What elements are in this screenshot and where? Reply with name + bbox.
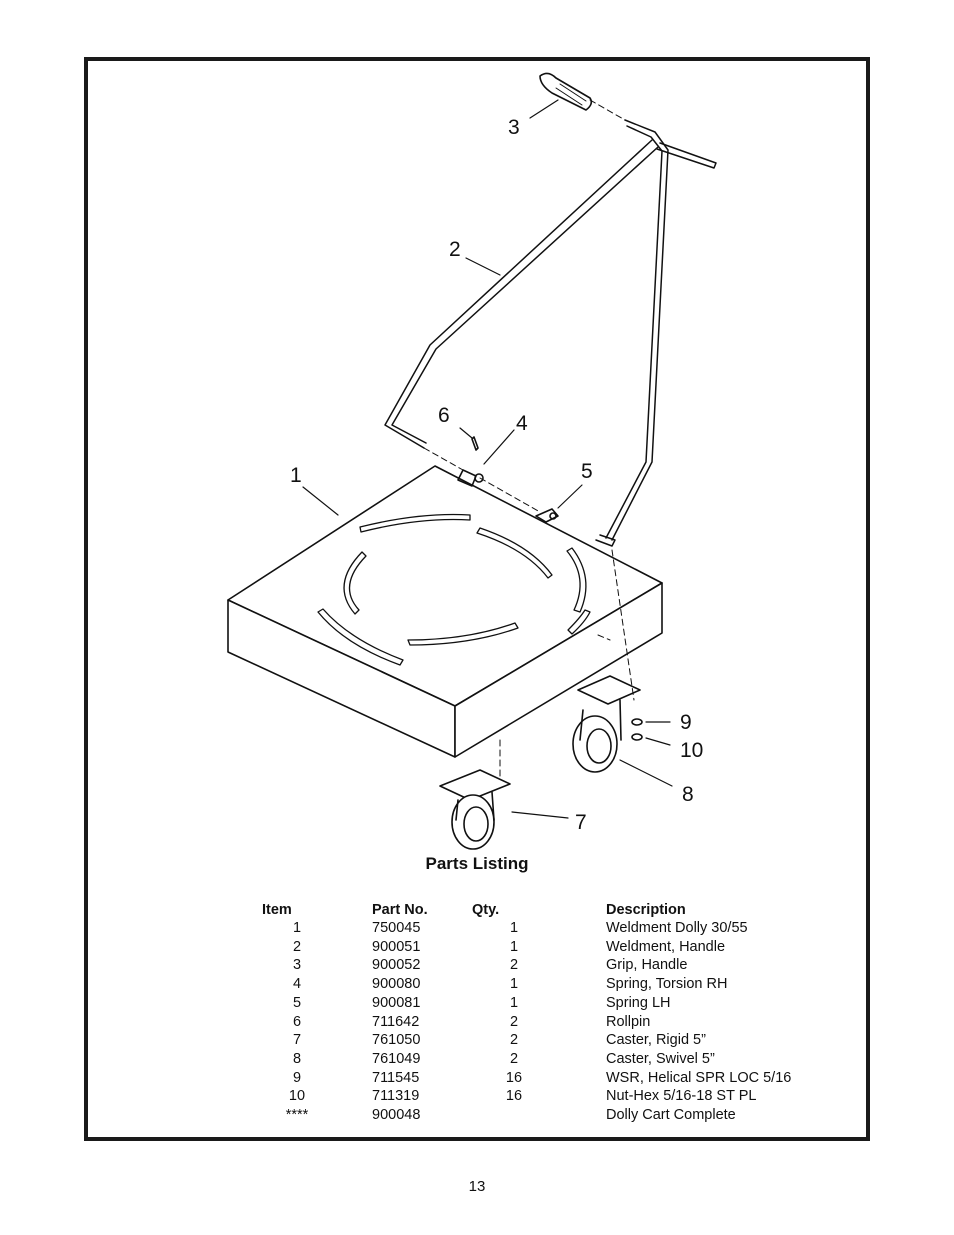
rigid-caster — [439, 769, 511, 850]
cell-part-no: 711319 — [372, 1088, 420, 1105]
cell-part-no: 900052 — [372, 957, 421, 974]
torsion-springs — [457, 436, 559, 523]
dolly-base — [227, 465, 663, 758]
cell-description: WSR, Helical SPR LOC 5/16 — [606, 1069, 792, 1086]
cell-qty: 2 — [509, 1013, 519, 1030]
cell-description: Dolly Cart Complete — [606, 1107, 736, 1124]
cell-part-no: 761050 — [372, 1032, 421, 1049]
cell-item: 9 — [292, 1069, 302, 1086]
cell-description: Caster, Swivel 5” — [606, 1050, 715, 1067]
table-row: 8 761049 2 Caster, Swivel 5” — [262, 1050, 791, 1069]
cell-description: Grip, Handle — [606, 957, 688, 974]
table-row: 2 900051 1 Weldment, Handle — [262, 938, 791, 957]
header-qty: Qty. — [472, 901, 500, 918]
leader-lines — [302, 99, 673, 819]
parts-listing-title: Parts Listing — [425, 854, 529, 873]
handle-weldment — [384, 119, 717, 547]
cell-part-no: 900051 — [372, 938, 421, 955]
parts-table: Item Part No. Qty. Description 1 750045 … — [262, 900, 791, 1125]
page-frame — [84, 57, 870, 1141]
cell-description: Nut-Hex 5/16-18 ST PL — [606, 1088, 757, 1105]
base-slots — [317, 513, 591, 666]
table-row: 9 711545 16 WSR, Helical SPR LOC 5/16 — [262, 1069, 791, 1088]
table-row: 3 900052 2 Grip, Handle — [262, 956, 791, 975]
page-number: 13 — [468, 1178, 486, 1195]
cell-part-no: 900048 — [372, 1107, 421, 1124]
callout-5: 5 — [581, 460, 593, 483]
cell-part-no: 750045 — [372, 920, 421, 936]
cell-part-no: 711642 — [372, 1013, 420, 1030]
cell-item: 3 — [292, 957, 302, 974]
handle-grip — [539, 72, 593, 111]
cell-qty: 1 — [509, 994, 519, 1011]
callout-1: 1 — [290, 464, 302, 487]
cell-qty: 2 — [509, 1050, 519, 1067]
callout-10: 10 — [680, 739, 703, 762]
cell-item: 1 — [292, 920, 302, 936]
cell-part-no: 761049 — [372, 1050, 421, 1067]
callout-8: 8 — [682, 783, 694, 806]
cell-item: 5 — [292, 994, 302, 1011]
header-part-no: Part No. — [372, 901, 428, 918]
callout-3: 3 — [508, 116, 520, 139]
cell-item: 6 — [292, 1013, 302, 1030]
header-description: Description — [606, 901, 686, 918]
cell-item: **** — [285, 1107, 309, 1124]
cell-item: 4 — [292, 976, 302, 993]
table-row: 10 711319 16 Nut-Hex 5/16-18 ST PL — [262, 1087, 791, 1106]
cell-description: Spring, Torsion RH — [606, 976, 728, 993]
cell-qty: 2 — [509, 1032, 519, 1049]
table-row: 7 761050 2 Caster, Rigid 5” — [262, 1031, 791, 1050]
cell-qty: 16 — [505, 1069, 523, 1086]
callout-2: 2 — [449, 238, 461, 261]
table-header-row: Item Part No. Qty. Description — [262, 900, 791, 919]
table-row: 6 711642 2 Rollpin — [262, 1013, 791, 1032]
header-item: Item — [262, 901, 292, 918]
cell-item: 8 — [292, 1050, 302, 1067]
cell-qty: 1 — [509, 920, 519, 936]
cell-qty: 16 — [505, 1088, 523, 1105]
table-row: 1 750045 1 Weldment Dolly 30/55 — [262, 919, 791, 938]
cell-item: 7 — [292, 1032, 302, 1049]
cell-item: 10 — [288, 1088, 306, 1105]
table-row: 5 900081 1 Spring LH — [262, 994, 791, 1013]
cell-qty: 1 — [509, 976, 519, 993]
cell-part-no: 900081 — [372, 994, 421, 1011]
cell-qty: 2 — [509, 957, 519, 974]
cell-description: Weldment Dolly 30/55 — [606, 920, 748, 936]
swivel-caster — [572, 675, 641, 773]
table-row: **** 900048 Dolly Cart Complete — [262, 1106, 791, 1125]
callout-4: 4 — [516, 412, 528, 435]
callout-6: 6 — [438, 404, 450, 427]
dolly-cart-exploded-diagram: 1 2 3 4 5 6 7 8 9 10 — [227, 72, 717, 850]
cell-part-no: 711545 — [372, 1069, 420, 1086]
table-row: 4 900080 1 Spring, Torsion RH — [262, 975, 791, 994]
cell-description: Caster, Rigid 5” — [606, 1032, 706, 1049]
cell-item: 2 — [292, 938, 302, 955]
cell-description: Rollpin — [606, 1013, 651, 1030]
cell-qty — [472, 1106, 606, 1125]
washer-and-nut — [631, 718, 643, 741]
callout-7: 7 — [575, 811, 587, 834]
callout-9: 9 — [680, 711, 692, 734]
cell-description: Spring LH — [606, 994, 671, 1011]
cell-qty: 1 — [509, 938, 519, 955]
cell-description: Weldment, Handle — [606, 938, 726, 955]
assembly-lines — [423, 99, 635, 781]
cell-part-no: 900080 — [372, 976, 421, 993]
